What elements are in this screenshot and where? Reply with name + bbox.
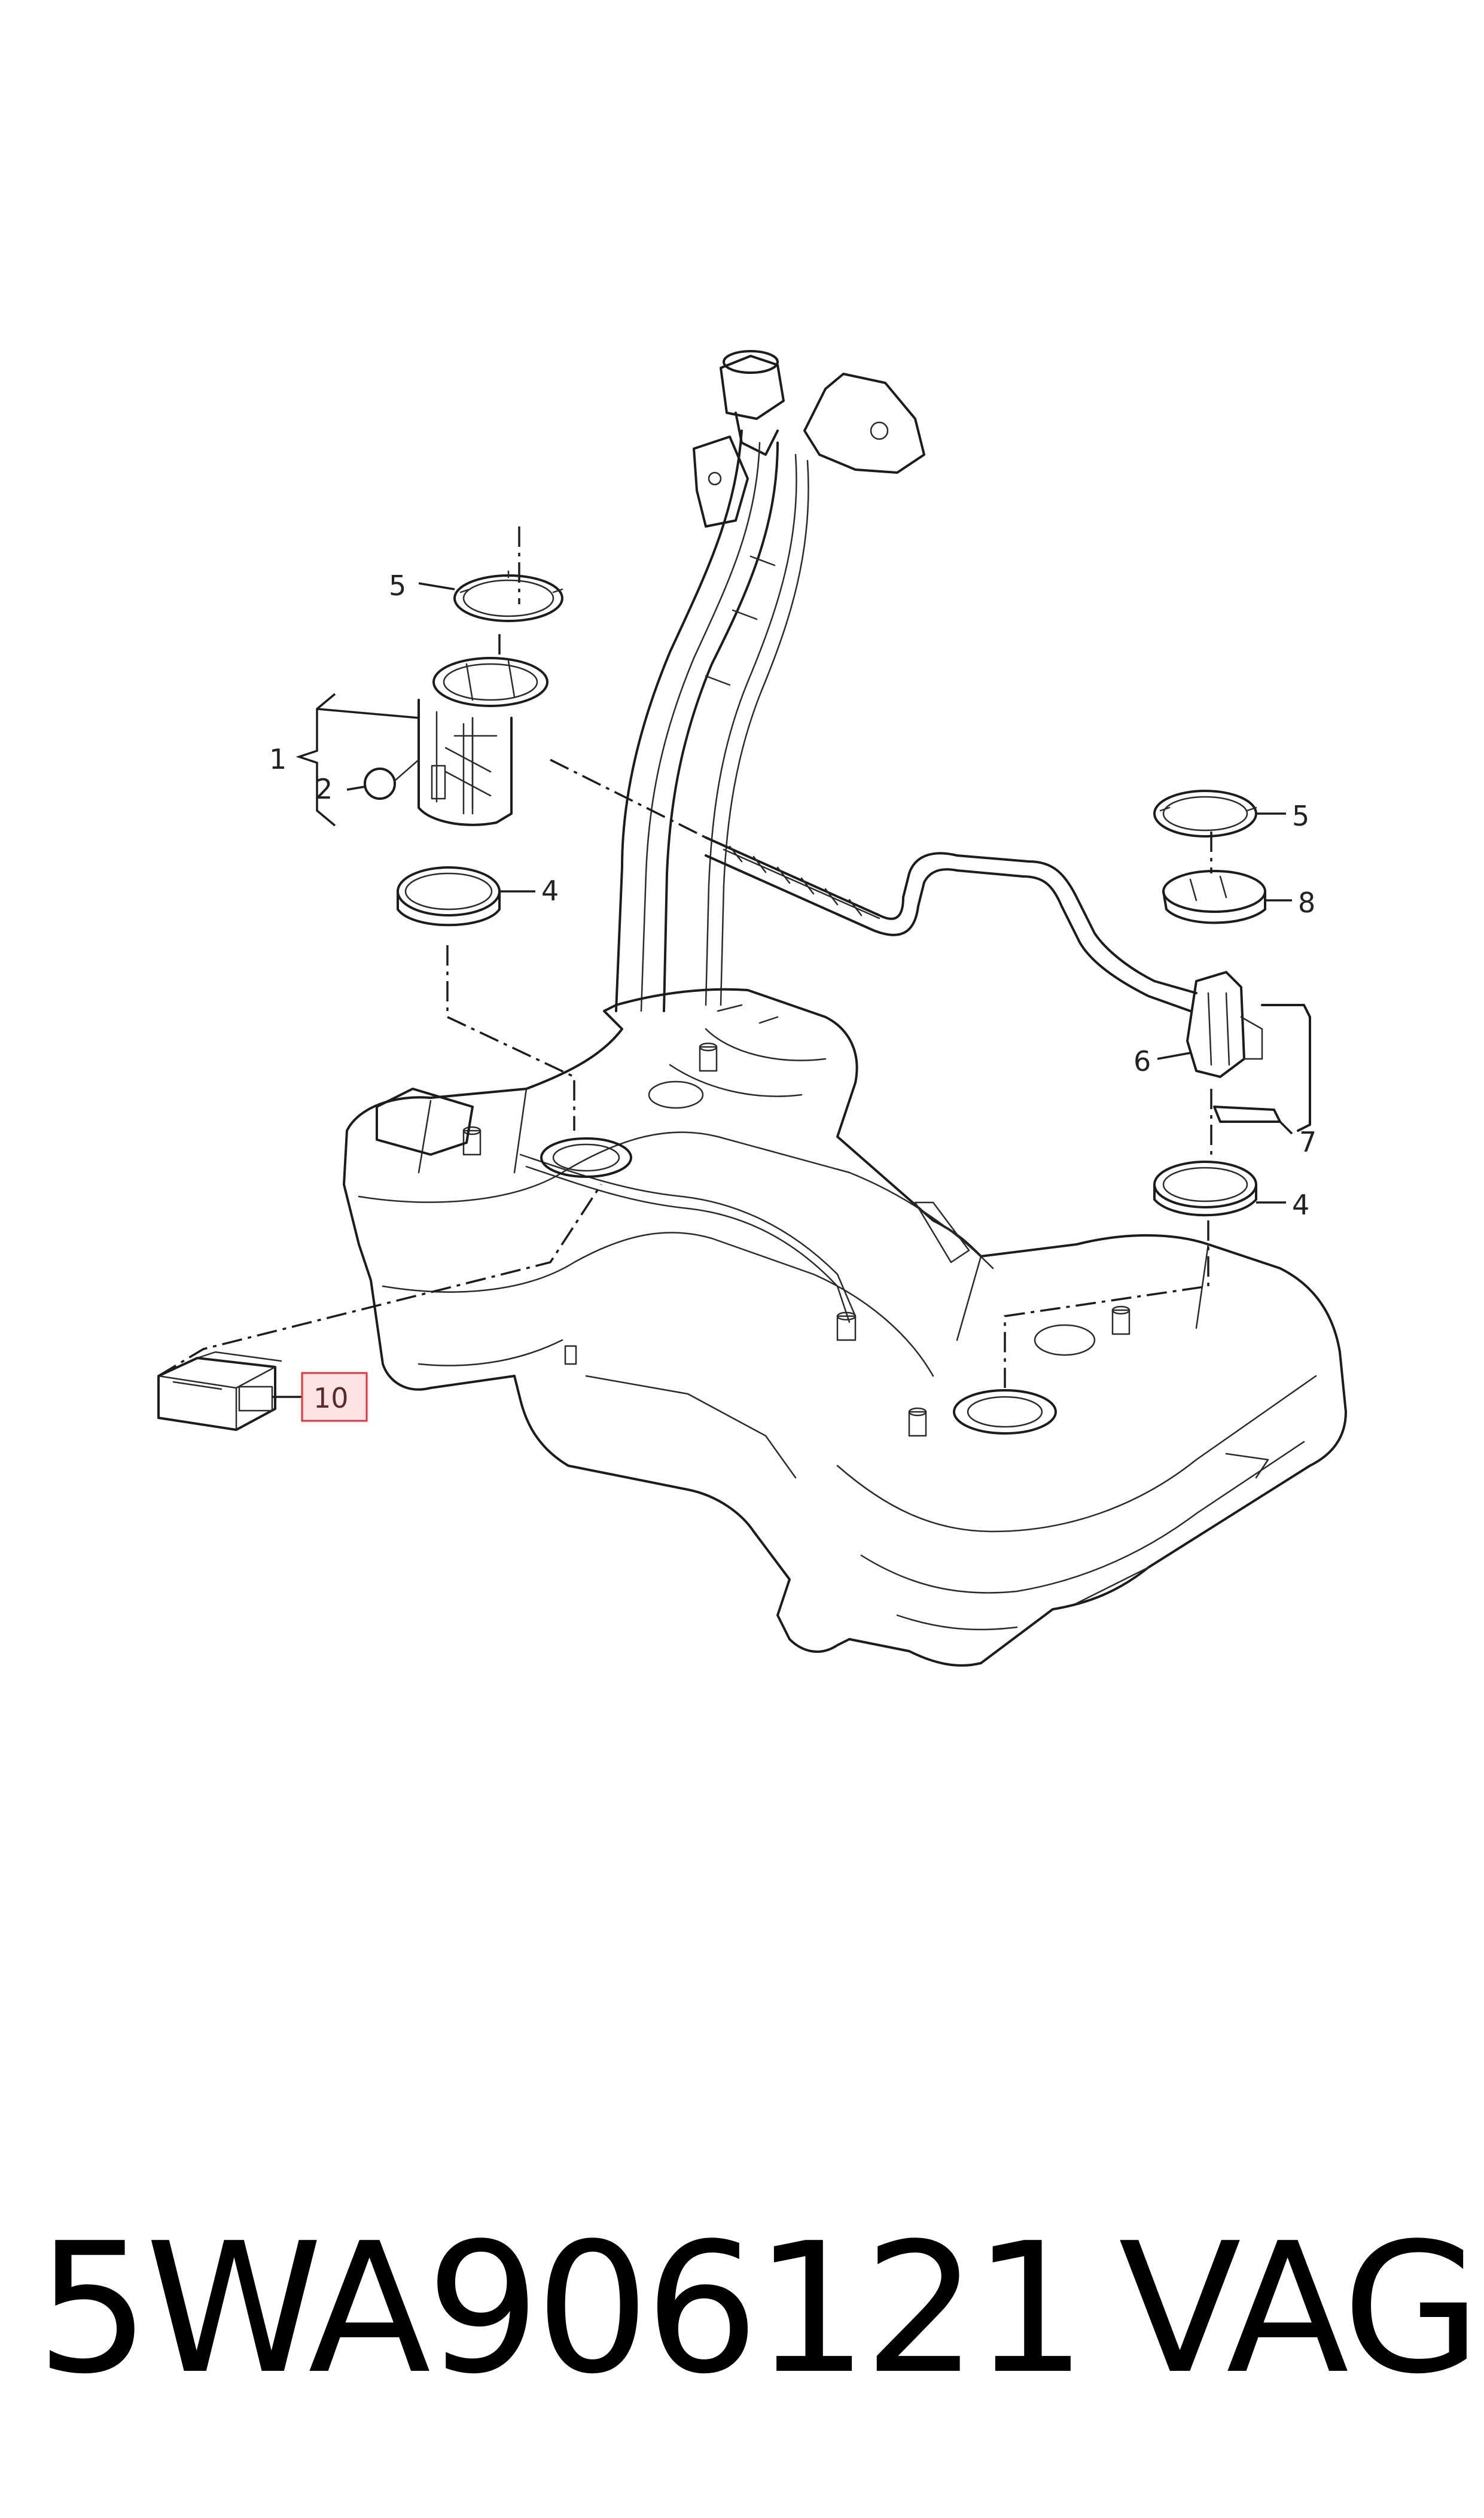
left-pump-opening	[540, 1137, 632, 1178]
callout-leaders	[272, 582, 1293, 1398]
callout-2: 2	[315, 773, 333, 805]
callout-8: 8	[1298, 887, 1315, 919]
callout-6: 6	[1133, 1045, 1151, 1077]
right-sender-assembly	[1004, 790, 1311, 1388]
fuel-supply-line	[550, 759, 1197, 1012]
callout-5-right: 5	[1292, 800, 1309, 832]
callout-4-right: 4	[1292, 1189, 1309, 1221]
callout-10-highlight-box	[301, 1372, 368, 1422]
fuel-tank-body	[343, 988, 1347, 1667]
callout-1: 1	[269, 743, 287, 775]
control-module-10	[157, 1184, 602, 1431]
callout-labels: 5 1 2 4 5 8 6 7 4 10	[269, 570, 1317, 1422]
brand-name: VAG	[1119, 2205, 1481, 2413]
filler-neck-assembly	[615, 350, 925, 1012]
right-sender-opening	[953, 1389, 1057, 1435]
callout-7: 7	[1299, 1126, 1317, 1158]
tank-fittings	[462, 1004, 1269, 1479]
part-number: 5WA906121	[36, 2205, 1087, 2413]
callout-5-left: 5	[389, 570, 406, 602]
callout-10: 10	[313, 1382, 349, 1414]
left-fuel-pump-assembly	[364, 526, 575, 1131]
callout-4-left: 4	[541, 875, 559, 907]
